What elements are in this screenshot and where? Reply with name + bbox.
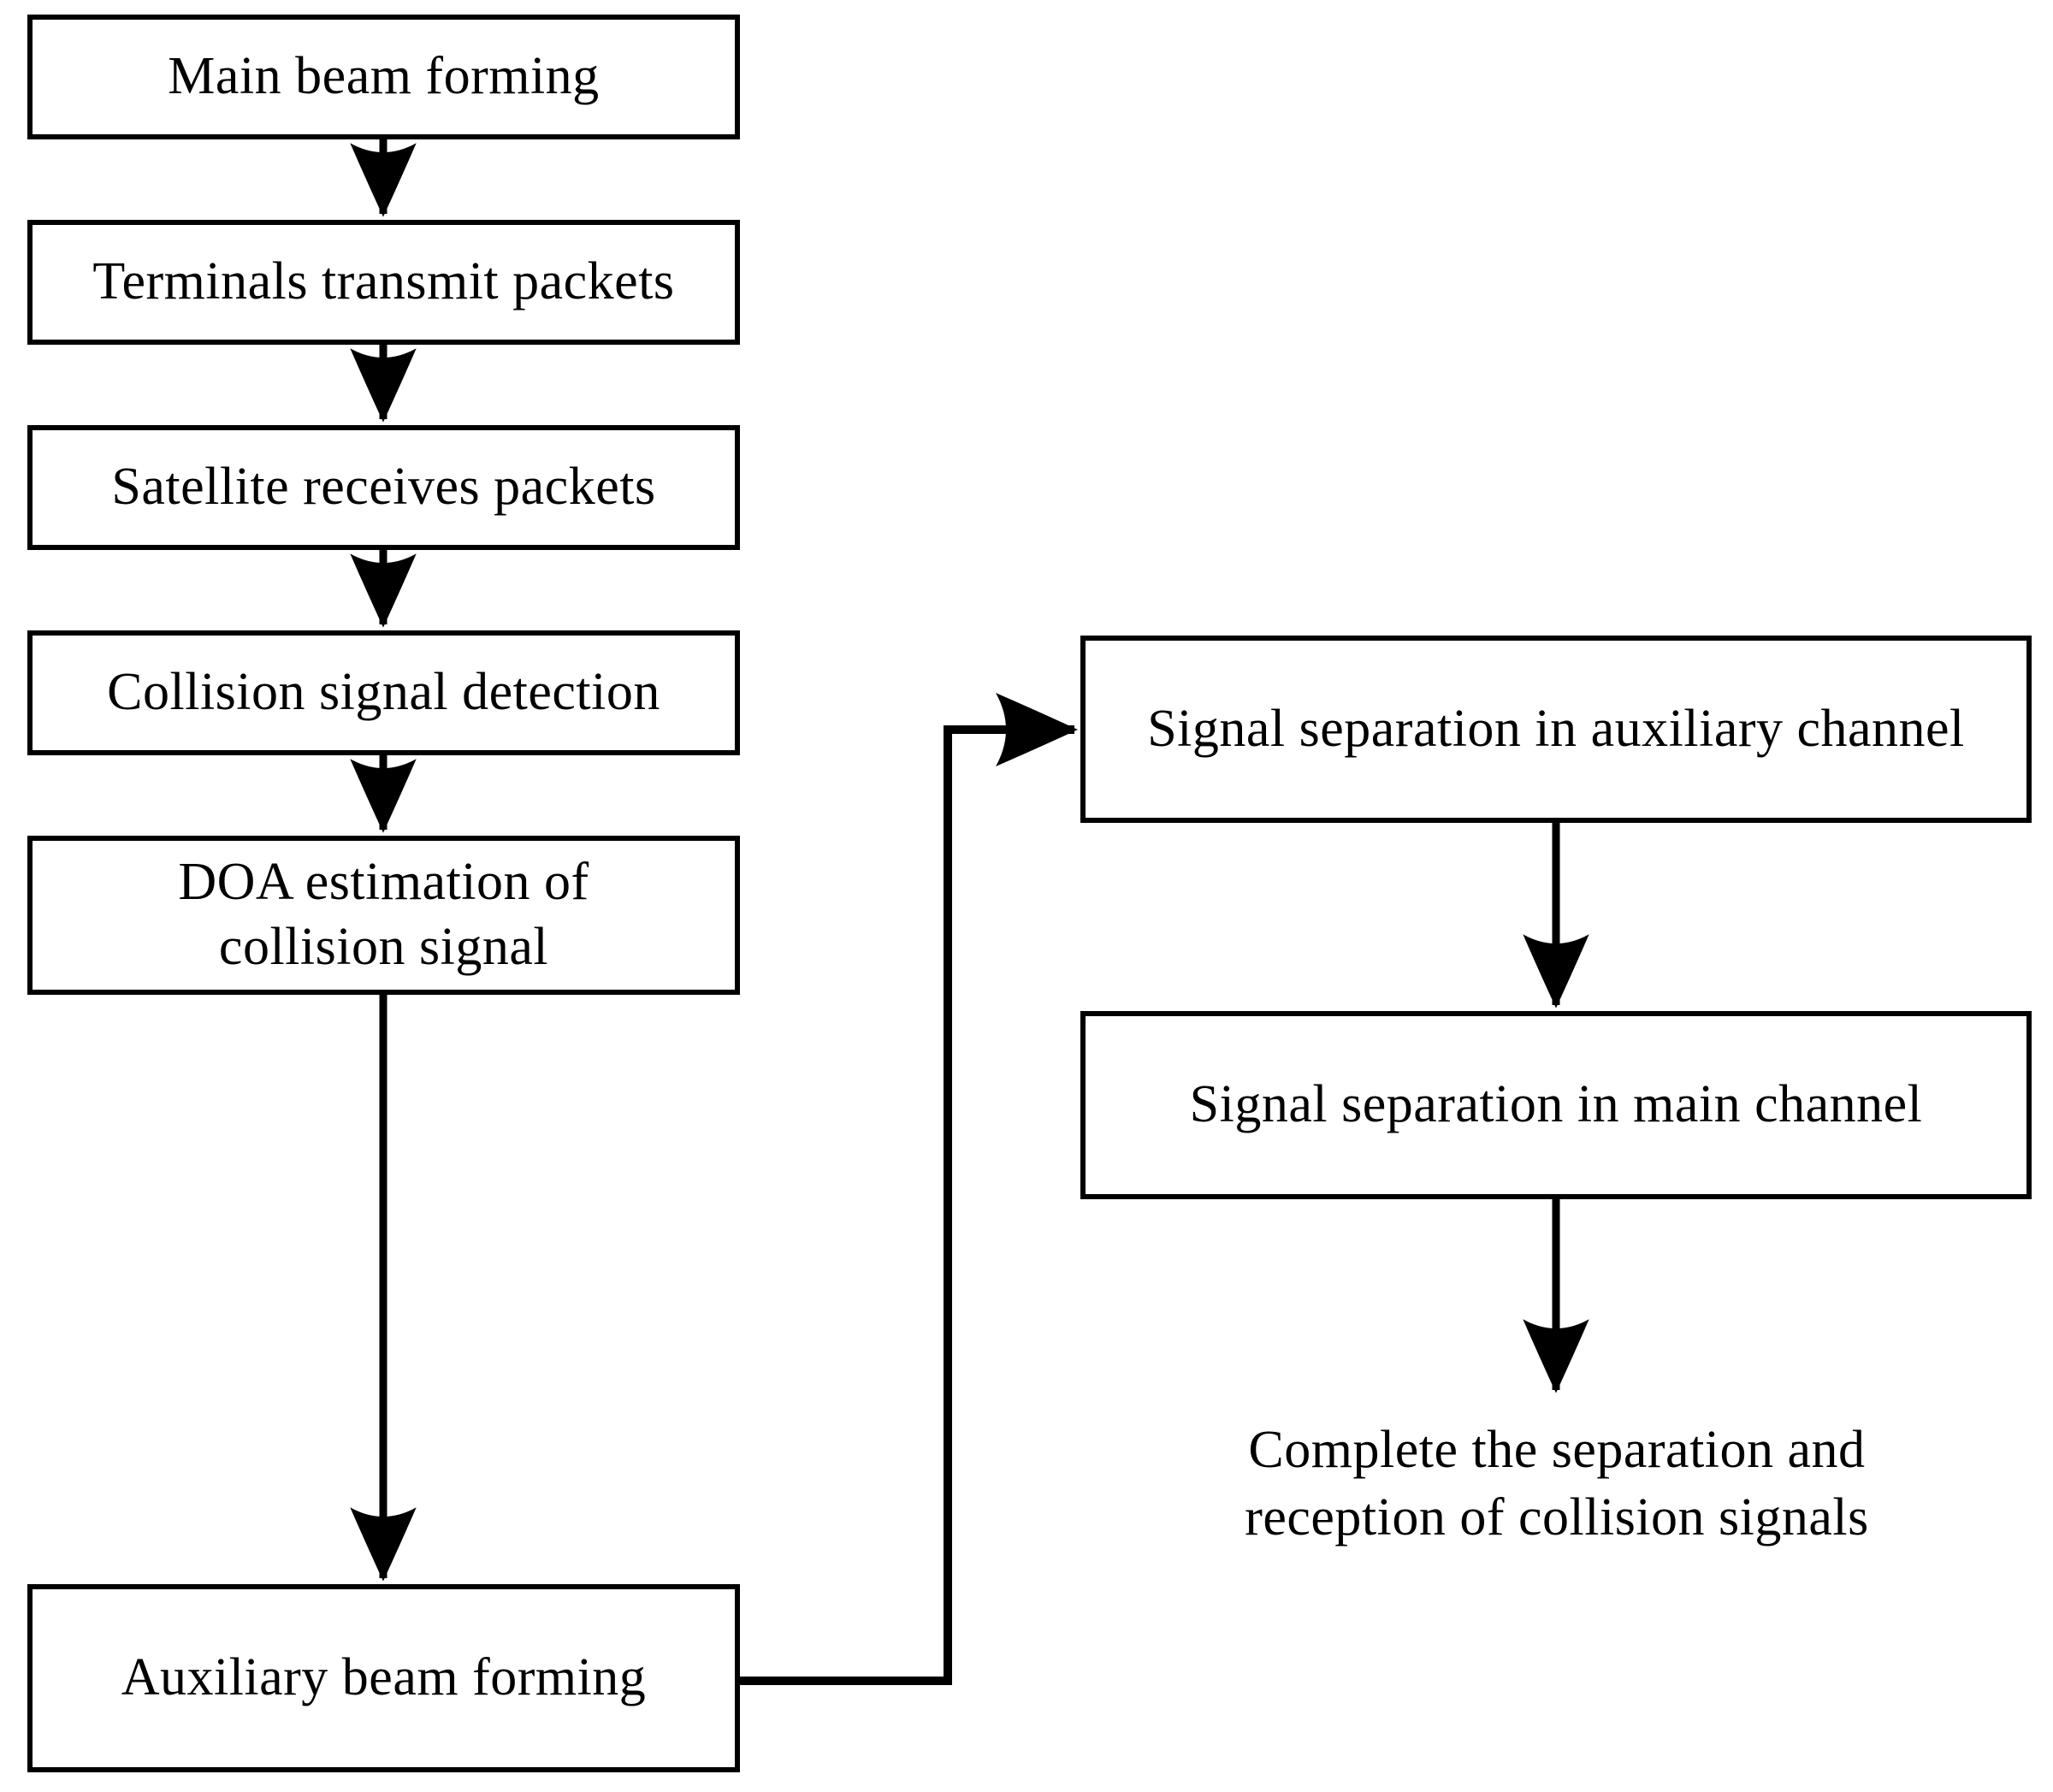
node-doa-estimation[interactable]: DOA estimation of collision signal bbox=[27, 836, 740, 995]
node-label-main-beam-forming: Main beam forming bbox=[168, 47, 600, 106]
node-label-terminals-transmit-packets: Terminals transmit packets bbox=[92, 252, 675, 311]
node-main-beam-forming[interactable]: Main beam forming bbox=[27, 15, 740, 139]
node-label-doa-estimation: DOA estimation of collision signal bbox=[178, 853, 589, 976]
node-signal-separation-main-channel[interactable]: Signal separation in main channel bbox=[1080, 1011, 2032, 1199]
node-auxiliary-beam-forming[interactable]: Auxiliary beam forming bbox=[27, 1584, 740, 1772]
node-label-complete-separation-reception: Complete the separation and reception of… bbox=[1245, 1420, 1869, 1547]
node-satellite-receives-packets[interactable]: Satellite receives packets bbox=[27, 425, 740, 550]
node-label-collision-signal-detection: Collision signal detection bbox=[107, 663, 660, 722]
node-label-signal-separation-auxiliary-channel: Signal separation in auxiliary channel bbox=[1147, 699, 1965, 758]
edge-auxiliary-beam-to-separation-auxiliary bbox=[740, 693, 1079, 1685]
node-label-signal-separation-main-channel: Signal separation in main channel bbox=[1189, 1075, 1923, 1134]
node-label-auxiliary-beam-forming: Auxiliary beam forming bbox=[121, 1648, 647, 1707]
node-collision-signal-detection[interactable]: Collision signal detection bbox=[27, 630, 740, 755]
node-terminals-transmit-packets[interactable]: Terminals transmit packets bbox=[27, 220, 740, 345]
node-signal-separation-auxiliary-channel[interactable]: Signal separation in auxiliary channel bbox=[1080, 636, 2032, 823]
node-complete-separation-reception: Complete the separation and reception of… bbox=[1146, 1403, 1967, 1565]
node-label-satellite-receives-packets: Satellite receives packets bbox=[111, 458, 656, 517]
